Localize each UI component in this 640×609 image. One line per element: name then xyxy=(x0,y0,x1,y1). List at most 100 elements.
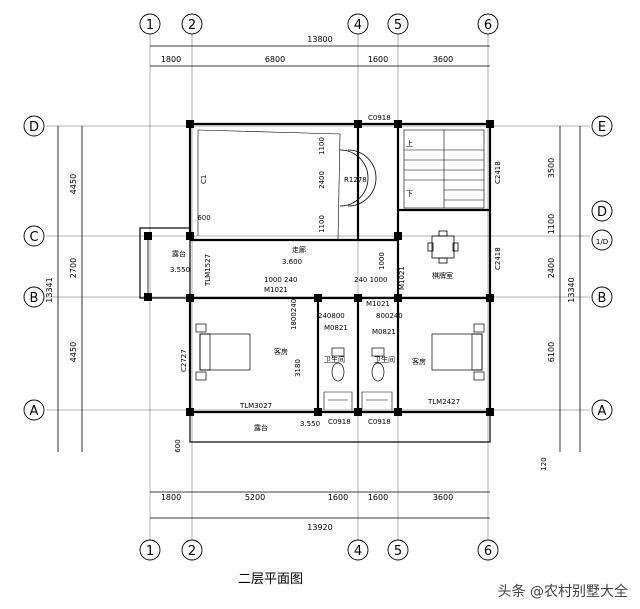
label-c2418-b: C2418 xyxy=(494,247,502,270)
dim-top-1: 1800 xyxy=(161,55,181,64)
dim-bottom-1: 1800 xyxy=(161,493,181,502)
axis-bubble-left-C xyxy=(23,225,45,247)
dim-top-3: 1600 xyxy=(368,55,388,64)
axis-bubble-right-B xyxy=(591,286,613,308)
axis-bubble-bottom-5 xyxy=(387,539,409,561)
dim-bottom-2: 5200 xyxy=(245,493,265,502)
dim-3180: 3180 xyxy=(294,359,302,377)
dim-bottom-4: 1600 xyxy=(368,493,388,502)
dim-inner-3: 1100 xyxy=(318,215,326,233)
dim-bottom-total: 13920 xyxy=(307,523,332,532)
axis-bubble-bottom-2 xyxy=(181,539,203,561)
watermark: 头条 @农村别墅大全 xyxy=(497,584,628,600)
dim-inner-1: 1100 xyxy=(318,137,326,155)
terrace-bottom-outline xyxy=(189,411,491,443)
axis-label-right-A: A xyxy=(598,404,607,419)
axis-label-bottom-1: 1 xyxy=(146,544,154,559)
label-c0918-a: C0918 xyxy=(328,418,351,426)
label-m1021-b: M1021 xyxy=(366,300,390,308)
dim-left-2: 2700 xyxy=(69,258,78,278)
axis-label-bottom-2: 2 xyxy=(188,544,196,559)
arch-opening xyxy=(339,149,369,207)
label-1800240: 1800240 xyxy=(290,299,298,330)
axis-label-left-C: C xyxy=(29,230,38,245)
label-up: 上 xyxy=(406,139,413,148)
exterior-walls xyxy=(188,122,492,414)
staircase xyxy=(403,129,485,209)
label-tlm2427: TLM2427 xyxy=(427,398,460,406)
label-m0821-b: M0821 xyxy=(372,328,396,336)
axis-bubble-left-B xyxy=(23,286,45,308)
axis-bubble-top-5 xyxy=(387,13,409,35)
label-corridor: 走廊 xyxy=(292,245,306,254)
dim-inner-2: 2400 xyxy=(318,171,326,189)
axis-bubble-top-6 xyxy=(477,13,499,35)
label-elev-355-bottom: 3.550 xyxy=(300,420,320,428)
axis-label-left-D: D xyxy=(29,120,39,135)
label-240800: 240800 xyxy=(318,312,345,320)
axis-label-right-1D: 1/D xyxy=(596,238,608,246)
dim-left-3: 4450 xyxy=(69,342,78,362)
axis-label-left-B: B xyxy=(30,291,39,306)
label-c2727: C2727 xyxy=(180,349,188,372)
label-terrace-left: 露台 xyxy=(172,249,186,258)
label-m1021-c: M1021 xyxy=(398,266,406,290)
bed-left-icon xyxy=(195,323,251,381)
label-c1: C1 xyxy=(200,175,208,184)
label-m0821-a: M0821 xyxy=(324,324,348,332)
dim-top-total: 13800 xyxy=(307,35,332,44)
label-wc-left: 卫生间 xyxy=(324,355,345,364)
sloped-outline xyxy=(197,129,341,241)
axis-bubble-bottom-6 xyxy=(477,539,499,561)
dim-left-total: 13341 xyxy=(45,277,54,302)
axis-label-right-E: E xyxy=(598,120,606,135)
dim-right-total: 13340 xyxy=(567,277,576,302)
label-terrace-bottom: 露台 xyxy=(254,423,268,432)
axis-bubble-left-A xyxy=(23,399,45,421)
label-r1278: R1278 xyxy=(344,176,367,184)
axis-label-right-B: B xyxy=(598,291,607,306)
axis-label-top-2: 2 xyxy=(188,18,196,33)
axis-bubble-top-1 xyxy=(139,13,161,35)
axis-bubble-right-A xyxy=(591,399,613,421)
columns xyxy=(144,120,494,416)
axis-bubble-right-E xyxy=(591,115,613,137)
axis-label-bottom-4: 4 xyxy=(354,544,362,559)
label-living-right: 客房 xyxy=(412,357,426,366)
axis-bubble-bottom-4 xyxy=(347,539,369,561)
dim-left-1: 4450 xyxy=(69,174,78,194)
label-c0918-top: C0918 xyxy=(368,114,391,122)
axis-label-bottom-5: 5 xyxy=(394,544,402,559)
axis-bubble-left-D xyxy=(23,115,45,137)
label-m1021-a: M1021 xyxy=(264,286,288,294)
bed-right-icon xyxy=(431,323,485,381)
label-down: 下 xyxy=(406,190,413,198)
label-1000: 1000 xyxy=(378,252,386,270)
axis-bubble-right-1D xyxy=(591,229,613,251)
axis-label-bottom-6: 6 xyxy=(484,544,492,559)
dim-bottom-3: 1600 xyxy=(328,493,348,502)
axis-bubble-top-4 xyxy=(347,13,369,35)
toilet-fixtures xyxy=(331,347,385,382)
axis-bubble-right-D xyxy=(591,200,613,222)
label-240-1000: 240 1000 xyxy=(354,276,387,284)
label-elev-360: 3.600 xyxy=(282,258,302,266)
label-elev-355-left: 3.550 xyxy=(170,266,190,274)
axis-label-left-A: A xyxy=(30,404,39,419)
label-wc-right: 卫生间 xyxy=(374,355,395,364)
label-c0918-b: C0918 xyxy=(368,418,391,426)
axis-bubble-top-2 xyxy=(181,13,203,35)
label-800240: 800240 xyxy=(376,312,403,320)
axis-label-right-D: D xyxy=(597,205,607,220)
dim-right-1: 3500 xyxy=(547,158,556,178)
axis-bubble-bottom-1 xyxy=(139,539,161,561)
dim-600-bottom: 600 xyxy=(174,439,182,452)
dim-600: 600 xyxy=(197,214,210,222)
label-1000-240: 1000 240 xyxy=(264,276,297,284)
dim-right-3: 2400 xyxy=(547,258,556,278)
dim-top-2: 6800 xyxy=(265,55,285,64)
label-c2418-a: C2418 xyxy=(494,161,502,184)
label-tlm3027: TLM3027 xyxy=(239,402,272,410)
dim-right-4: 6100 xyxy=(547,342,556,362)
